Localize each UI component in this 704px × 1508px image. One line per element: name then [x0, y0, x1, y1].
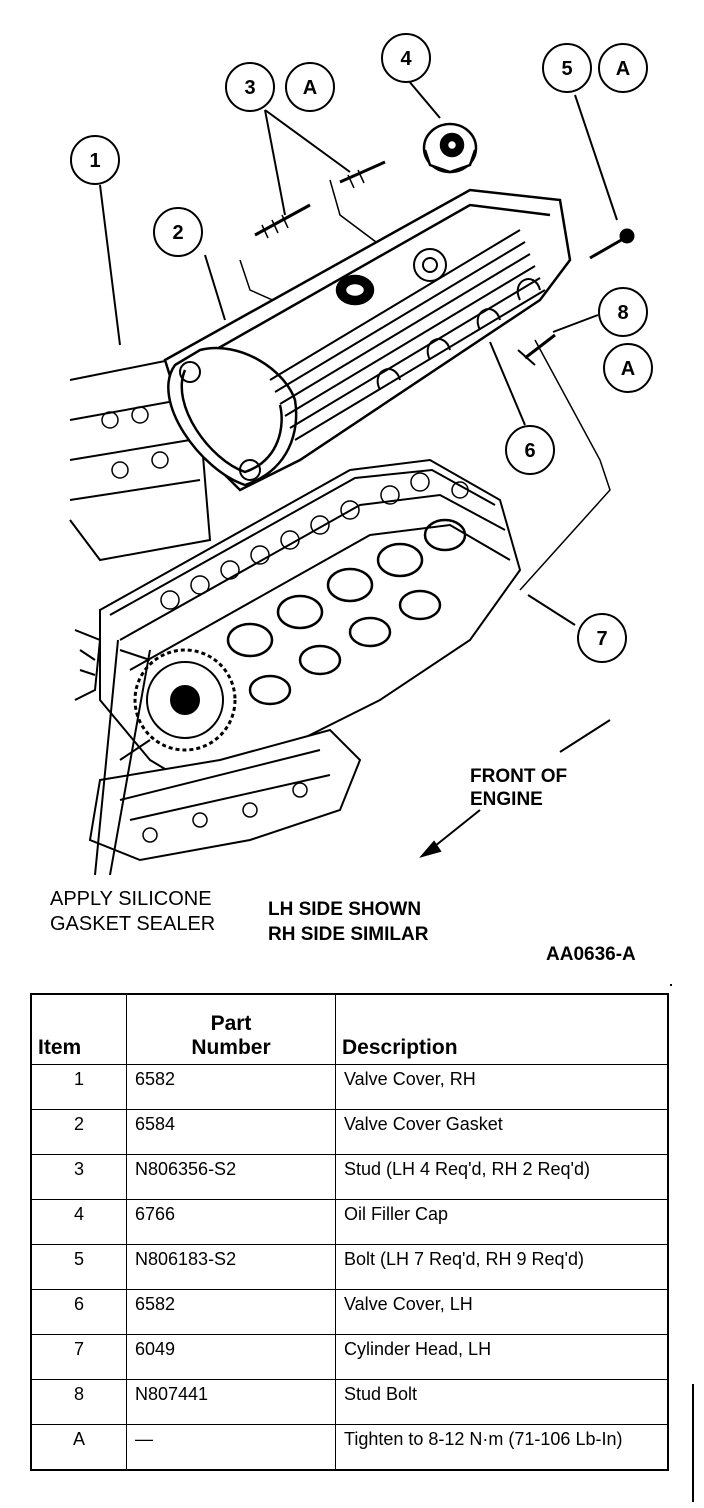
header-item: Item — [30, 993, 127, 1065]
cell-part-number: 6766 — [126, 1198, 336, 1245]
cell-item: 8 — [30, 1378, 127, 1425]
cell-part-number: N806183-S2 — [126, 1243, 336, 1290]
figure-id: AA0636-A — [546, 944, 636, 965]
cell-description: Bolt (LH 7 Req'd, RH 9 Req'd) — [335, 1243, 669, 1290]
header-description: Description — [335, 993, 669, 1065]
cell-item: 7 — [30, 1333, 127, 1380]
cell-part-number: 6582 — [126, 1063, 336, 1110]
header-part-line1: Part — [210, 1011, 252, 1035]
cell-description: Cylinder Head, LH — [335, 1333, 669, 1380]
cell-item: 6 — [30, 1288, 127, 1335]
cell-description: Valve Cover Gasket — [335, 1108, 669, 1155]
callout-8: 8 — [598, 287, 648, 337]
callout-2: 2 — [153, 207, 203, 257]
apply-sealer-label-line1: APPLY SILICONE — [50, 888, 212, 910]
table-row: A—Tighten to 8-12 N·m (71-106 Lb-In) — [30, 1423, 669, 1471]
side-note-line1: LH SIDE SHOWN — [268, 899, 421, 920]
engine-diagram: 1 2 3 A 4 5 A 8 — [50, 33, 653, 965]
front-of-engine-label-line1: FRONT OF — [470, 766, 567, 787]
callout-8-a: A — [603, 343, 653, 393]
cell-part-number: 6584 — [126, 1108, 336, 1155]
cell-description: Valve Cover, RH — [335, 1063, 669, 1110]
svg-text:A: A — [303, 77, 317, 99]
svg-text:A: A — [621, 358, 635, 380]
table-header-row: Item Part Number Description — [30, 993, 669, 1065]
cell-description: Stud Bolt — [335, 1378, 669, 1425]
svg-text:2: 2 — [172, 222, 183, 244]
cell-description: Valve Cover, LH — [335, 1288, 669, 1335]
callout-4: 4 — [381, 33, 431, 83]
callout-5: 5 — [542, 43, 592, 93]
callouts: 1 2 3 A 4 5 A 8 — [70, 33, 653, 663]
cell-part-number: — — [126, 1423, 336, 1471]
cell-description: Oil Filler Cap — [335, 1198, 669, 1245]
cell-description: Tighten to 8-12 N·m (71-106 Lb-In) — [335, 1423, 669, 1471]
speck — [670, 984, 672, 986]
svg-text:1: 1 — [89, 150, 100, 172]
callout-1: 1 — [70, 135, 120, 185]
valve-cover-drawing — [163, 188, 572, 492]
cell-part-number: 6049 — [126, 1333, 336, 1380]
cell-part-number: N806356-S2 — [126, 1153, 336, 1200]
leader-lines — [94, 79, 618, 876]
cell-item: A — [30, 1423, 127, 1471]
cell-item: 2 — [30, 1108, 127, 1155]
callout-5-a: A — [598, 43, 648, 93]
front-of-engine-label-line2: ENGINE — [470, 789, 543, 810]
svg-text:A: A — [616, 58, 630, 80]
svg-text:8: 8 — [617, 302, 628, 324]
margin-line — [692, 1384, 694, 1502]
side-note-line2: RH SIDE SIMILAR — [268, 924, 429, 945]
header-part-line2: Number — [191, 1035, 271, 1059]
callout-3-a: A — [285, 62, 335, 112]
svg-text:6: 6 — [524, 440, 535, 462]
fasteners-drawing — [254, 160, 635, 366]
cell-item: 1 — [30, 1063, 127, 1110]
cell-part-number: N807441 — [126, 1378, 336, 1425]
oil-filler-cap-drawing — [422, 122, 478, 174]
callout-7: 7 — [577, 613, 627, 663]
cell-item: 5 — [30, 1243, 127, 1290]
callout-3: 3 — [225, 62, 275, 112]
svg-text:3: 3 — [244, 77, 255, 99]
cylinder-head-drawing — [69, 179, 611, 862]
cell-item: 4 — [30, 1198, 127, 1245]
cell-item: 3 — [30, 1153, 127, 1200]
header-part-number: Part Number — [126, 993, 336, 1065]
svg-text:7: 7 — [596, 628, 607, 650]
callout-6: 6 — [505, 425, 555, 475]
cell-description: Stud (LH 4 Req'd, RH 2 Req'd) — [335, 1153, 669, 1200]
front-of-engine-arrow — [419, 719, 611, 858]
svg-text:5: 5 — [561, 58, 572, 80]
apply-sealer-label-line2: GASKET SEALER — [50, 913, 215, 935]
cell-part-number: 6582 — [126, 1288, 336, 1335]
svg-text:4: 4 — [400, 48, 412, 70]
